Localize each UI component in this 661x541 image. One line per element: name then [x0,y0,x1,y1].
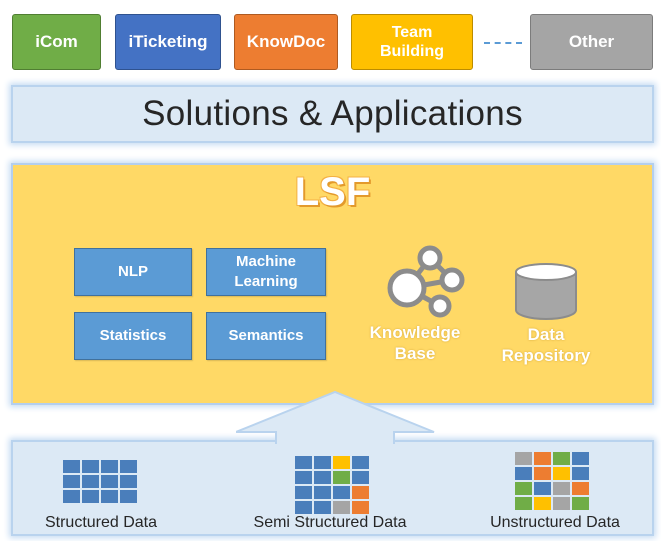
ellipsis-connector [484,42,522,44]
structured-data-label: Structured Data [44,514,158,531]
database-icon [515,263,577,320]
technique-machine-learning: Machine Learning [206,248,326,296]
technique-nlp: NLP [74,248,192,296]
technique-semantics: Semantics [206,312,326,360]
app-icom: iCom [12,14,101,70]
lsf-title: LSF [294,170,371,214]
structured-grid-icon [63,460,137,503]
semi-structured-grid-icon [295,456,369,514]
app-iticketing: iTicketing [115,14,221,70]
app-team-building: Team Building [351,14,473,70]
app-other: Other [530,14,653,70]
solutions-band: Solutions & Applications [11,85,654,143]
knowledge-base-label: Knowledge Base [369,323,461,363]
data-repository-label: Data Repository [501,325,591,365]
solutions-title: Solutions & Applications [142,94,523,133]
unstructured-data-label: Unstructured Data [490,514,620,531]
technique-statistics: Statistics [74,312,192,360]
up-arrow-icon [236,390,435,444]
app-knowdoc: KnowDoc [234,14,338,70]
unstructured-grid-icon [515,452,589,510]
network-nodes-icon [387,245,465,318]
semi-structured-data-label: Semi Structured Data [253,514,407,531]
